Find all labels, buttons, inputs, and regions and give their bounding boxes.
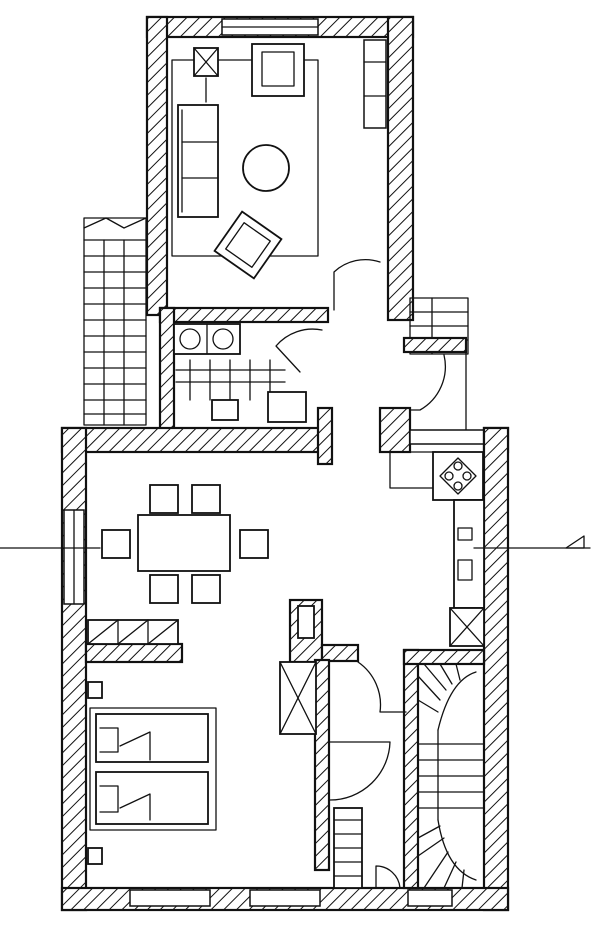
round-coffee-table (242, 144, 290, 192)
section-line (0, 535, 591, 549)
kitchen (389, 451, 485, 647)
kitchen-shelf (389, 451, 437, 489)
dining-chair (239, 529, 269, 559)
bedroom-south-window (129, 889, 211, 907)
armchair-rotated (213, 210, 283, 280)
main-east-wall (482, 426, 510, 912)
nightstand (87, 847, 103, 865)
kitchen-north-window (409, 429, 487, 445)
garden-stairs (83, 217, 147, 426)
living-room-door (333, 258, 381, 311)
section-arrow-icon (565, 535, 585, 549)
utility-north-wall (158, 306, 330, 324)
bedroom-door (329, 741, 391, 801)
living-room-west-wall (145, 15, 169, 317)
nightstand (87, 681, 103, 699)
dining-table (137, 514, 231, 572)
entrance-door (403, 354, 446, 411)
main-west-wall (60, 426, 88, 912)
utility-cabinet (267, 391, 307, 423)
bedroom-east-wall (313, 658, 331, 872)
kitchen-counter (453, 499, 485, 609)
bedroom (87, 661, 391, 865)
utility-door (275, 328, 323, 373)
dining-chair (149, 484, 179, 514)
bed-left (95, 713, 209, 763)
hall-door (357, 661, 407, 713)
dining-chair (101, 529, 131, 559)
bed-right (95, 771, 209, 825)
sofa (177, 104, 219, 218)
utility-west-wall (158, 306, 176, 432)
bed-frame (89, 707, 217, 831)
living-room-east-window (363, 39, 387, 129)
front-door (375, 865, 401, 889)
sink (457, 527, 473, 541)
entrance-stairs (402, 297, 469, 431)
armchair-top (251, 43, 305, 97)
staircase-west-wall (402, 648, 420, 890)
dining-area (87, 484, 315, 645)
utility-box (211, 399, 239, 421)
utility-room (158, 306, 330, 432)
hall (333, 661, 407, 889)
main-north-wall-left (60, 426, 332, 454)
dining-chair (191, 574, 221, 604)
dining-chair (149, 574, 179, 604)
dining-chair (191, 484, 221, 514)
living-room-east-wall (386, 15, 415, 322)
dining-bedroom-wall (84, 642, 184, 664)
hall-south-window (249, 889, 321, 907)
chimney (297, 605, 315, 639)
entrance-pier (378, 406, 412, 454)
living-room (145, 15, 415, 322)
staircase (417, 663, 485, 889)
